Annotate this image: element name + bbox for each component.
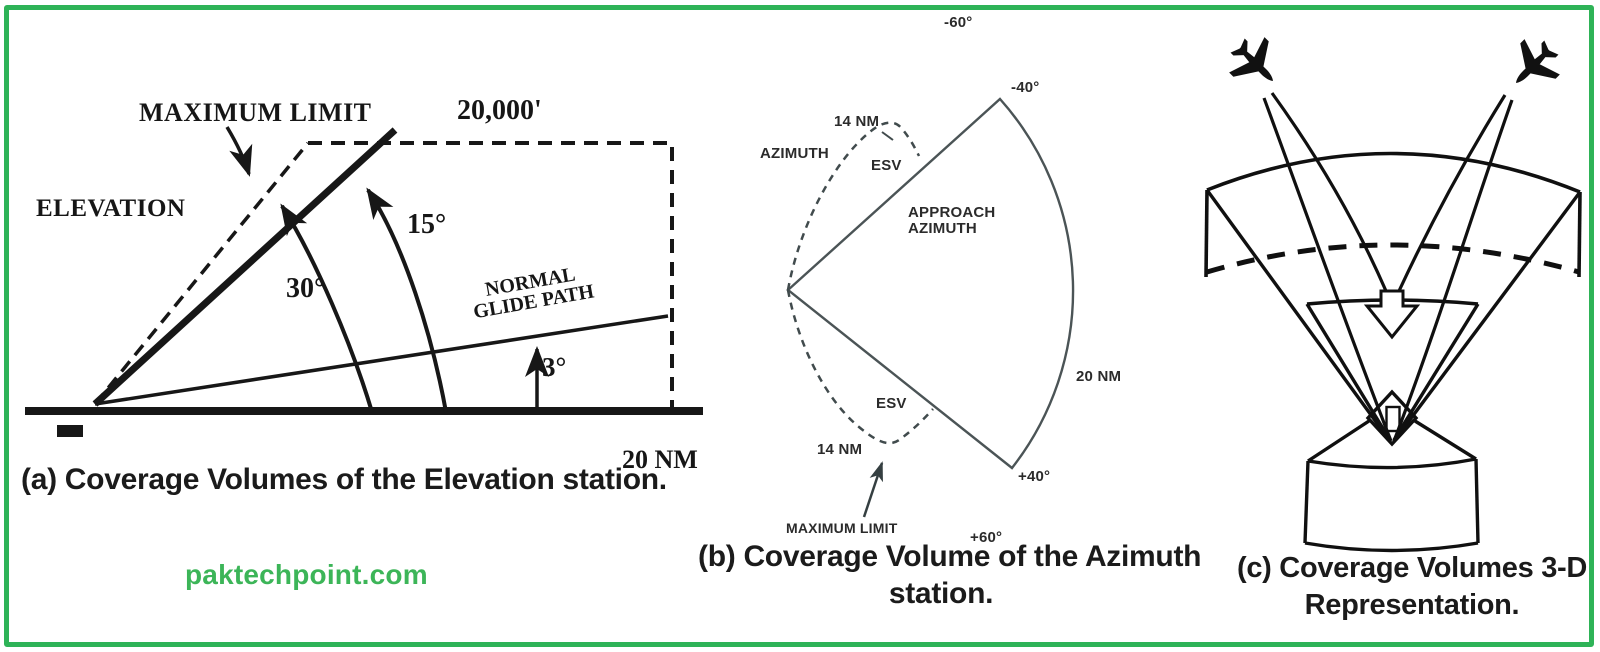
nm14-lower-label: 14 NM — [817, 441, 863, 458]
elevation-station-marker — [57, 425, 83, 437]
range-label-b: 20 NM — [1076, 368, 1122, 385]
approach-azimuth-label: APPROACH AZIMUTH — [908, 205, 995, 237]
wedge-left-side — [1204, 189, 1209, 278]
altitude-range-dashed-box — [308, 141, 674, 407]
angle-30-label: 30° — [286, 273, 326, 304]
airplane-icon — [1229, 37, 1273, 81]
range-label-a: 20 NM — [622, 445, 698, 474]
deg-minus40-label: -40° — [1011, 79, 1040, 96]
glide-path-line — [94, 314, 669, 406]
approach-azimuth-fan — [786, 97, 1075, 470]
elevation-diagram — [25, 126, 703, 437]
arc-15deg-arrow — [366, 187, 448, 413]
max-limit-arrow-b — [862, 461, 884, 518]
cone-right-line — [1414, 419, 1477, 461]
caption-c-line1: (c) Coverage Volumes 3-D — [1237, 552, 1588, 584]
beam-left-b — [1262, 97, 1393, 442]
nm14-leader-tick — [881, 131, 894, 141]
wedge-left-slant — [1205, 188, 1392, 443]
drum-right-side — [1474, 458, 1480, 544]
deg-plus60-label: +60° — [970, 529, 1003, 546]
wedge-right-side — [1577, 191, 1582, 278]
drum-left-side — [1303, 460, 1310, 544]
esv-lower-label: ESV — [876, 395, 907, 412]
drum-top-arc — [1307, 457, 1477, 470]
esv-lower-dashed-lobe — [786, 289, 934, 445]
caption-b-line2: station. — [888, 577, 994, 610]
deg-plus40-label: +40° — [1018, 468, 1051, 485]
wedge-right-slant — [1392, 190, 1582, 443]
beam-right-a — [1397, 94, 1507, 292]
azimuth-diagram — [786, 97, 1075, 518]
nm14-upper-label: 14 NM — [834, 113, 880, 130]
wedge-inner-right-slant — [1392, 303, 1480, 441]
wedge-inner-left-slant — [1305, 303, 1392, 441]
esv-upper-label: ESV — [871, 157, 902, 174]
approach-azimuth-line2: AZIMUTH — [908, 219, 977, 237]
caption-b-line1: (b) Coverage Volume of the Azimuth — [698, 540, 1202, 573]
beam-right-b — [1392, 99, 1514, 442]
angle-3-label: 3° — [542, 352, 567, 382]
caption-a: (a) Coverage Volumes of the Elevation st… — [21, 463, 667, 496]
coverage-15deg-line — [92, 127, 398, 407]
max-limit-label-a: MAXIMUM LIMIT — [139, 98, 372, 127]
beam-arrow — [1363, 289, 1421, 340]
beam-left-a — [1270, 92, 1388, 292]
altitude-label: 20,000' — [457, 95, 542, 126]
max-limit-label-b: MAXIMUM LIMIT — [786, 520, 898, 536]
airplane-icon — [1516, 39, 1560, 83]
apex-diamond — [1365, 389, 1419, 447]
arc-30deg-arrow — [280, 203, 374, 413]
max-limit-leader-arrow — [225, 126, 253, 177]
esv-upper-dashed-lobe — [786, 121, 921, 291]
caption-c-line2: Representation. — [1304, 589, 1520, 621]
angle-15-label: 15° — [407, 209, 447, 240]
wedge-mid-dashed-arc — [1206, 242, 1580, 275]
deg-minus60-label: -60° — [944, 14, 973, 31]
station-rect — [1385, 405, 1401, 433]
elevation-label: ELEVATION — [36, 195, 186, 222]
approach-azimuth-line1: APPROACH — [908, 204, 996, 221]
threed-diagram — [1204, 37, 1582, 553]
drum-bottom-arc — [1304, 541, 1479, 553]
azimuth-label: AZIMUTH — [760, 145, 829, 162]
watermark: paktechpoint.com — [185, 559, 428, 590]
wedge-outer-arc — [1206, 151, 1581, 194]
max-limit-dashed-line — [93, 141, 310, 406]
cone-left-line — [1307, 419, 1370, 463]
